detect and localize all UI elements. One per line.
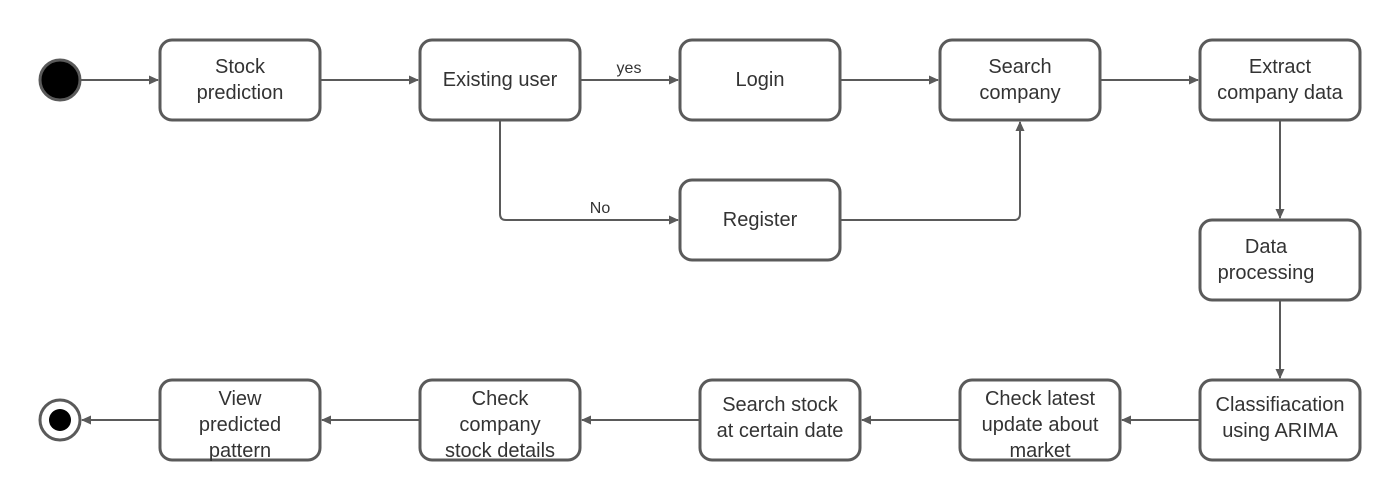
guard-no-label: No — [590, 200, 611, 217]
login-label: Login — [736, 69, 785, 91]
search-stock-date-label-line: Search stock — [722, 394, 839, 416]
stock-prediction-label-line: prediction — [197, 82, 284, 104]
extract-company-data-node: Extract company data — [1198, 38, 1362, 122]
view-predicted-pattern-node: View predicted pattern — [158, 378, 322, 462]
view-predicted-pattern-label-line: predicted — [199, 414, 281, 436]
check-company-stock-label-line: company — [459, 414, 540, 436]
search-stock-date-node: Search stock at certain date — [698, 378, 862, 462]
existing-user-label: Existing user — [443, 69, 558, 91]
view-predicted-pattern-label-line: pattern — [209, 440, 271, 462]
register-node: Register — [678, 178, 842, 262]
check-latest-update-label-line: update about — [982, 414, 1099, 436]
search-stock-date-label: Search stock at certain date — [717, 394, 844, 442]
extract-company-data-label-line: company data — [1217, 82, 1344, 104]
stock-prediction-label-line: Stock — [215, 56, 266, 78]
guard-yes-label: yes — [617, 60, 642, 77]
check-latest-update-label-line: market — [1009, 440, 1071, 462]
stock-prediction-label: Stock prediction — [197, 56, 284, 104]
register-label: Register — [723, 209, 798, 231]
classification-node: Classifiacation using ARIMA — [1198, 378, 1362, 462]
check-company-stock-node: Check company stock details — [418, 378, 582, 462]
check-company-stock-label-line: Check — [472, 388, 530, 410]
stock-prediction-node: Stock prediction — [158, 38, 322, 122]
view-predicted-pattern-label: View predicted pattern — [199, 388, 281, 462]
check-company-stock-label: Check company stock details — [445, 388, 555, 462]
data-processing-label: Data processing — [1218, 236, 1315, 284]
search-company-label-line: Search — [988, 56, 1051, 78]
login-node: Login — [678, 38, 842, 122]
check-latest-update-label: Check latest update about market — [982, 388, 1099, 462]
extract-company-data-label-line: Extract — [1249, 56, 1312, 78]
search-company-label-line: company — [979, 82, 1060, 104]
existing-user-label-line: Existing user — [443, 69, 558, 91]
classification-label: Classifiacation using ARIMA — [1216, 394, 1345, 442]
edge-existing-user-to-register — [499, 120, 679, 225]
start-node — [38, 58, 82, 102]
check-latest-update-node: Check latest update about market — [958, 378, 1122, 462]
existing-user-node: Existing user — [418, 38, 582, 122]
login-label-line: Login — [736, 69, 785, 91]
classification-label-line: Classifiacation — [1216, 394, 1345, 416]
edges — [80, 75, 1285, 425]
search-company-label: Search company — [979, 56, 1060, 104]
register-label-line: Register — [723, 209, 798, 231]
classification-label-line: using ARIMA — [1222, 420, 1338, 442]
check-latest-update-label-line: Check latest — [985, 388, 1095, 410]
extract-company-data-label: Extract company data — [1217, 56, 1344, 104]
edge-register-to-search-company — [840, 121, 1025, 221]
data-processing-label-line: Data — [1245, 236, 1288, 258]
check-company-stock-label-line: stock details — [445, 440, 555, 462]
search-stock-date-label-line: at certain date — [717, 420, 844, 442]
data-processing-node: Data processing — [1198, 218, 1362, 302]
view-predicted-pattern-label-line: View — [219, 388, 263, 410]
search-company-node: Search company — [938, 38, 1102, 122]
data-processing-label-line: processing — [1218, 262, 1315, 284]
end-node — [38, 398, 82, 442]
